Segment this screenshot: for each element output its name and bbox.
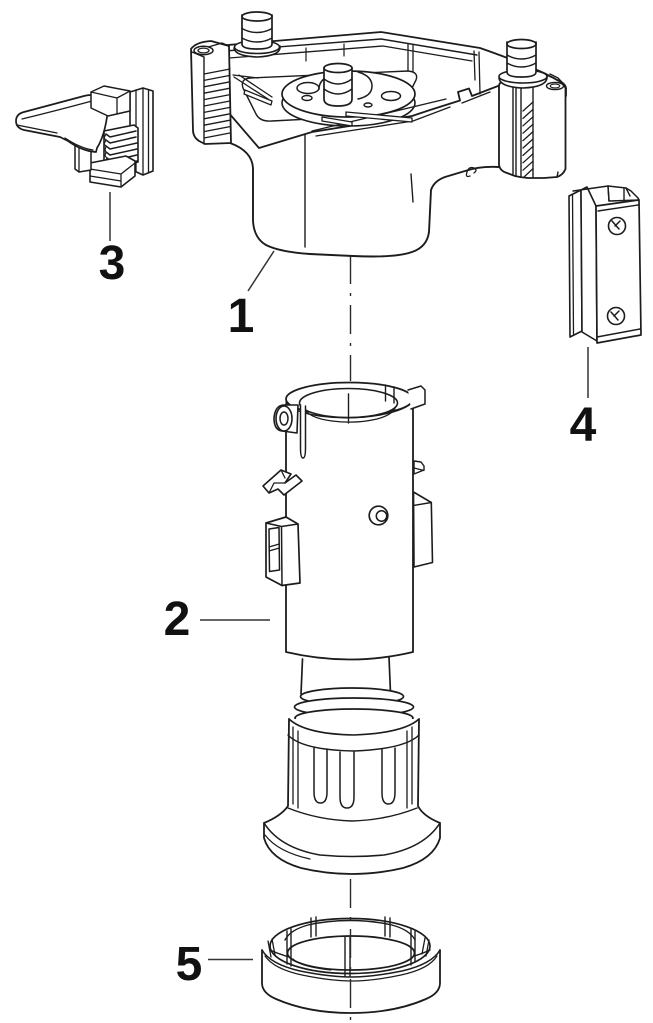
svg-text:2: 2 (164, 593, 191, 646)
svg-text:4: 4 (570, 399, 597, 452)
svg-text:5: 5 (176, 938, 203, 991)
svg-text:1: 1 (228, 290, 255, 343)
svg-text:3: 3 (99, 237, 126, 290)
